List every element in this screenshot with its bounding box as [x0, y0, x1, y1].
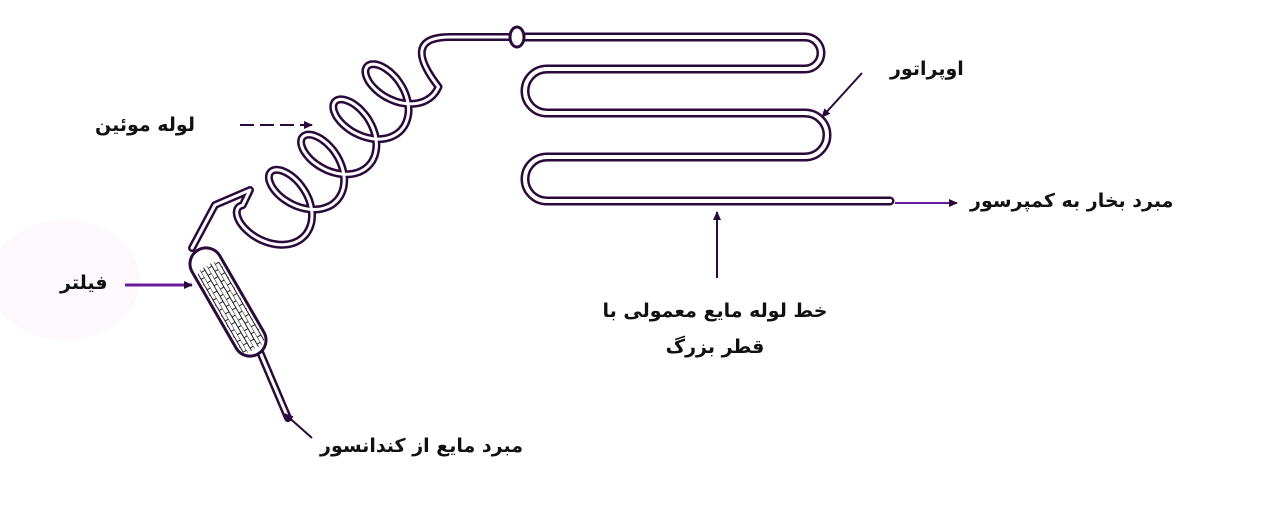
vapor-to-compressor-label: مبرد بخار به کمپرسور	[970, 190, 1174, 212]
label-highlight	[0, 220, 140, 340]
evaporator-coil	[519, 32, 895, 206]
liquid-line-label-2: قطر بزرگ	[665, 336, 765, 358]
liquid-from-condenser-label: مبرد مایع از کندانسور	[320, 435, 524, 457]
evaporator-arrow	[821, 72, 863, 118]
evaporator-label: اوپراتور	[890, 58, 964, 80]
tubing	[188, 32, 895, 422]
capillary-tube	[188, 33, 514, 252]
liquid-line-label-1: خط لوله مایع معمولی با	[602, 300, 828, 322]
tube-joint	[508, 25, 526, 49]
inlet-tube	[258, 350, 290, 420]
evaporator-coil	[522, 35, 892, 203]
filter-label: فیلتر	[60, 272, 108, 294]
capillary-label: لوله موئین	[95, 114, 195, 136]
filter-drier	[188, 246, 268, 358]
condenser-arrow	[284, 413, 313, 439]
arrows	[125, 72, 958, 439]
capillary-tube	[190, 35, 512, 250]
